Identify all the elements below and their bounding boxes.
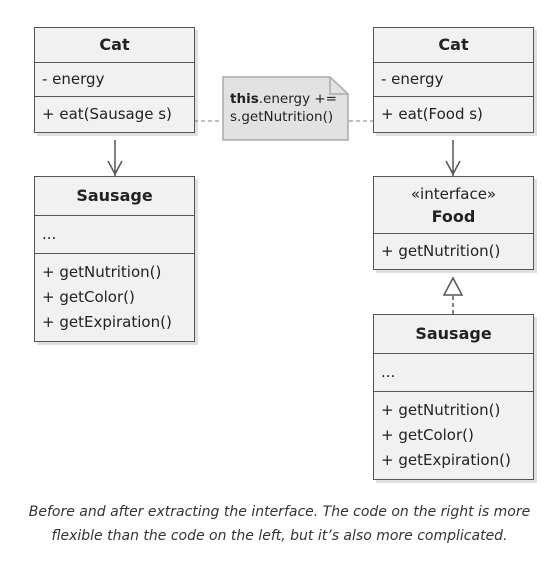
caption-line-2: flexible than the code on the left, but …	[51, 528, 508, 544]
method: + getNutrition()	[42, 263, 162, 281]
class-methods: + eat(Sausage s)	[35, 96, 194, 132]
class-methods: + getNutrition()	[374, 233, 533, 269]
note-line-1: this.energy +=	[230, 90, 349, 108]
left-sausage-class: Sausage ... + getNutrition() + getColor(…	[34, 176, 195, 342]
class-fields: ...	[374, 353, 533, 391]
left-dependency-arrowhead	[107, 160, 123, 176]
field: - energy	[42, 70, 105, 88]
note-line-1-rest: .energy +=	[258, 91, 337, 107]
class-fields: - energy	[374, 62, 533, 96]
field: ...	[381, 363, 396, 381]
note-line-2: s.getNutrition()	[230, 109, 334, 125]
note-keyword: this	[230, 91, 259, 107]
interface-title: «interface» Food	[374, 177, 533, 233]
class-fields: - energy	[35, 62, 194, 96]
method: + getColor()	[42, 288, 135, 306]
class-methods: + eat(Food s)	[374, 96, 533, 132]
class-fields: ...	[35, 215, 194, 253]
figure-caption: Before and after extracting the interfac…	[0, 500, 559, 548]
note-text: this.energy += s.getNutrition()	[230, 90, 349, 126]
method: + getNutrition()	[381, 242, 501, 260]
field: - energy	[381, 70, 444, 88]
class-methods: + getNutrition() + getColor() + getExpir…	[374, 391, 533, 479]
right-dependency-arrowhead	[445, 160, 461, 176]
food-interface: «interface» Food + getNutrition()	[373, 176, 534, 270]
method: + getExpiration()	[42, 313, 172, 331]
method: + getExpiration()	[381, 451, 511, 469]
class-name: Sausage	[415, 324, 492, 343]
realization-triangle	[442, 276, 464, 296]
caption-line-1: Before and after extracting the interfac…	[28, 504, 531, 520]
method: + eat(Sausage s)	[42, 105, 172, 123]
code-note: this.energy += s.getNutrition()	[222, 76, 349, 141]
method: + eat(Food s)	[381, 105, 483, 123]
field: ...	[42, 225, 57, 243]
class-name: Food	[431, 207, 476, 226]
class-name: Cat	[438, 35, 469, 54]
right-cat-class: Cat - energy + eat(Food s)	[373, 27, 534, 133]
method: + getNutrition()	[381, 401, 501, 419]
class-name: Sausage	[76, 186, 153, 205]
class-name: Cat	[99, 35, 130, 54]
stereotype: «interface»	[410, 185, 497, 203]
left-cat-class: Cat - energy + eat(Sausage s)	[34, 27, 195, 133]
note-shape	[222, 76, 349, 141]
method: + getColor()	[381, 426, 474, 444]
class-methods: + getNutrition() + getColor() + getExpir…	[35, 253, 194, 341]
right-sausage-class: Sausage ... + getNutrition() + getColor(…	[373, 314, 534, 480]
